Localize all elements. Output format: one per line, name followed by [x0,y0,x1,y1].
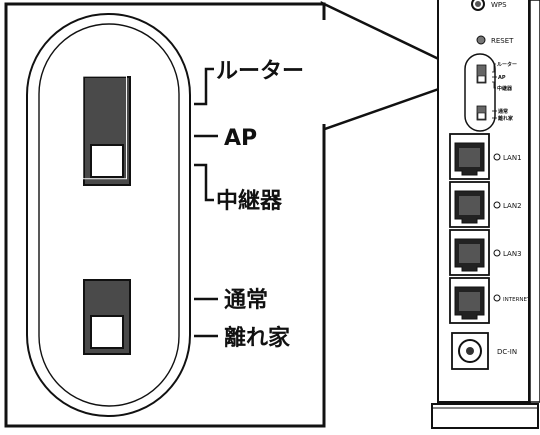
router-bracket [194,67,214,106]
led-internet [493,294,501,302]
port-label-lan2: LAN2 [503,202,522,210]
dc-in-label: DC-IN [497,348,517,356]
reset-button[interactable] [476,35,486,45]
mode-switch[interactable] [82,75,131,186]
port-lan3[interactable]: LAN3 [449,229,522,276]
label-repeater: 中継器 [216,188,283,214]
distance-switch-knob[interactable] [90,315,124,349]
router-device: WPS RESET ルーター AP 中継器 通常 離れ家 LAN1 [431,0,540,429]
mini-switch-bay [464,53,496,132]
mini-label-normal: 通常 [498,108,508,115]
mini-label-separate: 離れ家 [498,115,514,122]
port-lan2[interactable]: LAN2 [449,181,522,228]
reset-label: RESET [491,37,514,45]
mode-switch-knob[interactable] [90,144,124,178]
port-label-lan1: LAN1 [503,154,522,162]
wps-label: WPS [491,1,507,9]
port-label-internet: INTERNET [503,297,531,303]
port-internet[interactable]: INTERNET [449,277,531,324]
mini-label-ap: AP [498,75,506,81]
label-router: ルーター [216,59,304,84]
callout-panel: ルーター AP 中継器 通常 離れ家 [4,1,472,428]
led-lan1 [493,153,501,161]
mini-label-router: ルーター [497,61,517,68]
mini-label-repeater: 中継器 [497,85,513,92]
port-lan1[interactable]: LAN1 [449,133,522,180]
dc-in-port[interactable] [451,332,489,370]
label-normal: 通常 [224,287,268,313]
label-separate: 離れ家 [224,325,291,351]
led-lan3 [493,249,501,257]
port-label-lan3: LAN3 [503,250,522,258]
switch-bay-inner [38,23,180,407]
repeater-bracket [194,163,214,202]
label-ap: AP [224,126,257,151]
distance-switch[interactable] [83,279,131,355]
led-lan2 [493,201,501,209]
